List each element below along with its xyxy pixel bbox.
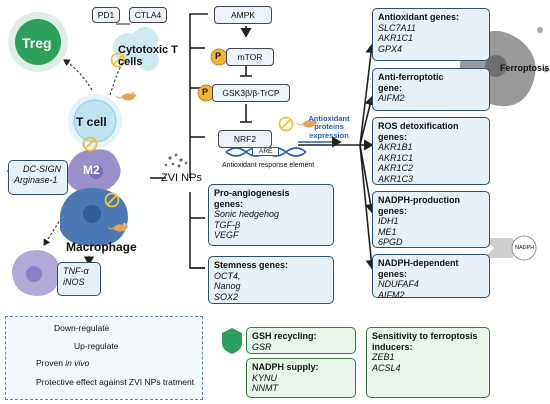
sensitivity-box: Sensitivity to ferroptosis inducers: ZEB… [366,327,490,398]
mtor-box: mTOR [226,48,274,66]
sensitivity-title: Sensitivity to ferroptosis inducers: [372,331,478,352]
mouse-icon [115,91,137,102]
gene-item: AKR1C1 [378,33,414,44]
macrophage-label: Macrophage [66,240,137,254]
antiferroptotic-box: Anti-ferroptotic gene: AIFM2 [372,68,490,111]
macrophage-cell [60,187,128,247]
nadph-supply-box: NADPH supply: KYNU NNMT [246,358,356,398]
nadph-dependent-box: NADPH-dependent genes: NDUFAF4 AIFM2 [372,254,490,300]
m2-macrophage [66,149,121,194]
gene-item: KYNU [252,372,278,383]
nadph-dep-title: NADPH-dependent genes: [378,258,459,279]
are-box: ARE [252,147,280,156]
gene-item: ME1 [378,226,397,237]
ferroptosis-label: Ferroptosis [500,63,550,73]
gene-item: Sonic hedgehog [214,209,280,220]
dc-sign-box: DC-SIGN Arginase-1 [8,160,68,195]
gene-item: IDH1 [378,216,399,227]
gene-item: NDUFAF4 [378,279,419,290]
gene-item: GPX4 [378,43,403,54]
legend-in-vivo-label: Proven in vivo [36,358,90,368]
gene-item: AKR1C1 [378,152,414,163]
gene-item: 6PGD [378,237,403,248]
nadph-supply-title: NADPH supply: [252,362,319,372]
cytotoxic-t-cells [113,27,159,71]
dc-sign-text: DC-SIGN [23,164,61,174]
zvi-nps-particles [164,153,188,168]
nk-cell [12,250,60,296]
gene-item: AIFM2 [378,289,405,300]
stemness-box: Stemness genes: OCT4, Nanog SOX2 [208,256,334,304]
gene-item: SLC7A11 [378,22,416,33]
phospho-label-1: P [215,51,222,61]
expression-label: Antioxidant proteins expression [308,114,350,140]
ctla4-box: CTLA4 [129,7,167,23]
gene-item: AKR1C2 [378,163,414,174]
nadph-prod-title: NADPH-production genes: [378,195,460,216]
ros-detox-box: ROS detoxification genes: AKR1B1 AKR1C1 … [372,117,490,185]
angio-title: Pro-angiogenesis genes: [214,188,290,209]
gene-item: SOX2 [214,291,239,302]
stemness-title: Stemness genes: [214,260,289,270]
antioxidant-genes-box: Antioxidant genes: SLC7A11 AKR1C1 GPX4 [372,8,490,61]
legend-down-label: Down-regulate [54,323,110,333]
tcell-label: T cell [76,115,107,129]
inos-text: iNOS [63,276,85,287]
legend-box: Down-regulate Up-regulate Proven in vivo… [5,316,203,400]
gene-item: AIFM2 [378,93,405,104]
gene-item: NNMT [252,383,278,394]
gene-item: OCT4, [214,270,241,281]
nrf2-box: NRF2 [218,130,272,148]
gene-item: Nanog [214,281,241,292]
pro-angiogenesis-box: Pro-angiogenesis genes: Sonic hedgehog T… [208,184,334,246]
zvi-nps-label: ZVI NPs [161,172,202,184]
gene-item: ACSL4 [372,362,401,373]
gene-item: GSR [252,341,272,352]
antioxidant-title: Antioxidant genes: [378,12,460,22]
tnf-box: TNF-α iNOS [57,262,101,296]
gene-item: AKR1B1 [378,142,413,153]
are-caption: Antioxidant response element [222,162,315,169]
t-cell [68,94,122,148]
gsh-recycling-box: GSH recycling: GSR [246,327,356,354]
arginase-text: Arginase-1 [14,174,58,185]
connector-lines [150,13,377,270]
pd1-box: PD1 [92,7,120,23]
ros-title: ROS detoxification genes: [378,121,459,142]
legend-protective-label: Protective effect against ZVI NPs tratme… [36,377,195,387]
shield-icon [222,328,242,354]
treg-label: Treg [22,35,52,51]
nadph-production-box: NADPH-production genes: IDH1 ME1 6PGD [372,191,490,248]
cytotoxic-label: Cytotoxic T cells [118,44,178,69]
gene-item: ZEB1 [372,352,395,363]
gene-item: AKR1C3 [378,174,414,185]
nadph-arrow [484,235,537,261]
nadph-label: NADPH [515,245,535,251]
m2-label: M2 [83,163,100,177]
gsh-title: GSH recycling: [252,331,317,341]
antiferroptotic-title: Anti-ferroptotic gene: [378,72,444,93]
tnf-text: TNF-α [63,266,89,276]
treg-cell [8,12,68,72]
ampk-box: AMPK [214,6,272,24]
gene-item: TGF-β [214,219,241,230]
phospho-label-2: P [202,87,209,97]
gsk-box: GSK3β/β-TrCP [212,84,290,102]
down-regulate-icon [278,116,294,132]
legend-up-label: Up-regulate [74,341,119,351]
gene-item: VEGF [214,230,239,241]
